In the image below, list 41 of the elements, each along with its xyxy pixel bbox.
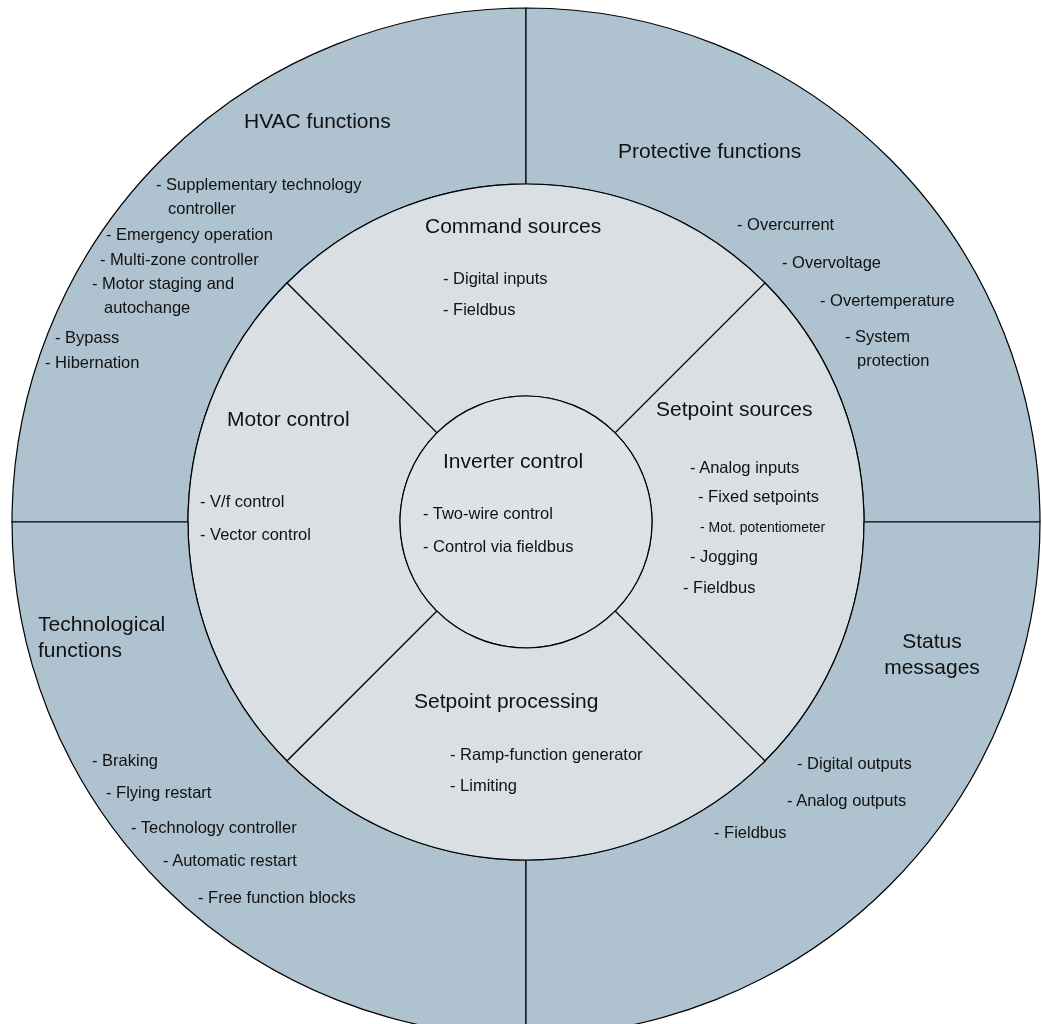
list-item: - Limiting xyxy=(450,775,517,796)
list-item: - Control via fieldbus xyxy=(423,536,574,557)
list-item: - Jogging xyxy=(690,546,758,567)
sector-heading: Command sources xyxy=(425,213,602,239)
sector-heading: Setpoint processing xyxy=(414,688,599,714)
list-item: - Analog outputs xyxy=(787,790,907,811)
sector-heading: Technological functions xyxy=(38,611,167,663)
list-item: - Digital inputs xyxy=(443,268,548,289)
sector-heading: Motor control xyxy=(227,406,350,432)
list-item: - Overtemperature xyxy=(820,290,955,311)
list-item: - Fieldbus xyxy=(714,822,787,843)
list-item: - Mot. potentiometer xyxy=(700,518,826,537)
list-item: - Fieldbus xyxy=(443,299,516,320)
list-item: - Analog inputs xyxy=(690,457,800,478)
list-item: - Ramp-function generator xyxy=(450,744,643,765)
list-item: - Emergency operation xyxy=(106,224,273,245)
list-item: - Vector control xyxy=(200,524,311,545)
list-item: - Motor staging and autochange xyxy=(92,273,236,318)
list-item: - Digital outputs xyxy=(797,753,912,774)
list-item: - Braking xyxy=(92,750,159,771)
sector-heading: Protective functions xyxy=(618,138,802,164)
sector-heading: HVAC functions xyxy=(244,108,391,134)
list-item: - System protection xyxy=(845,326,931,371)
list-item: - V/f control xyxy=(200,491,285,512)
list-item: - Overvoltage xyxy=(782,252,882,273)
list-item: - Multi-zone controller xyxy=(100,249,259,270)
circle-node xyxy=(400,396,652,648)
list-item: - Overcurrent xyxy=(737,214,835,235)
sector-heading: Inverter control xyxy=(443,448,584,474)
sector-heading: Status messages xyxy=(883,628,981,680)
list-item: - Supplementary technology controller xyxy=(156,174,363,219)
list-item: - Hibernation xyxy=(45,352,140,373)
list-item: - Flying restart xyxy=(106,782,212,803)
list-item: - Automatic restart xyxy=(163,850,297,871)
list-item: - Fieldbus xyxy=(683,577,756,598)
sector-heading: Setpoint sources xyxy=(656,396,813,422)
list-item: - Free function blocks xyxy=(198,887,356,908)
list-item: - Fixed setpoints xyxy=(698,486,820,507)
list-item: - Two-wire control xyxy=(423,503,553,524)
list-item: - Technology controller xyxy=(131,817,297,838)
list-item: - Bypass xyxy=(55,327,120,348)
